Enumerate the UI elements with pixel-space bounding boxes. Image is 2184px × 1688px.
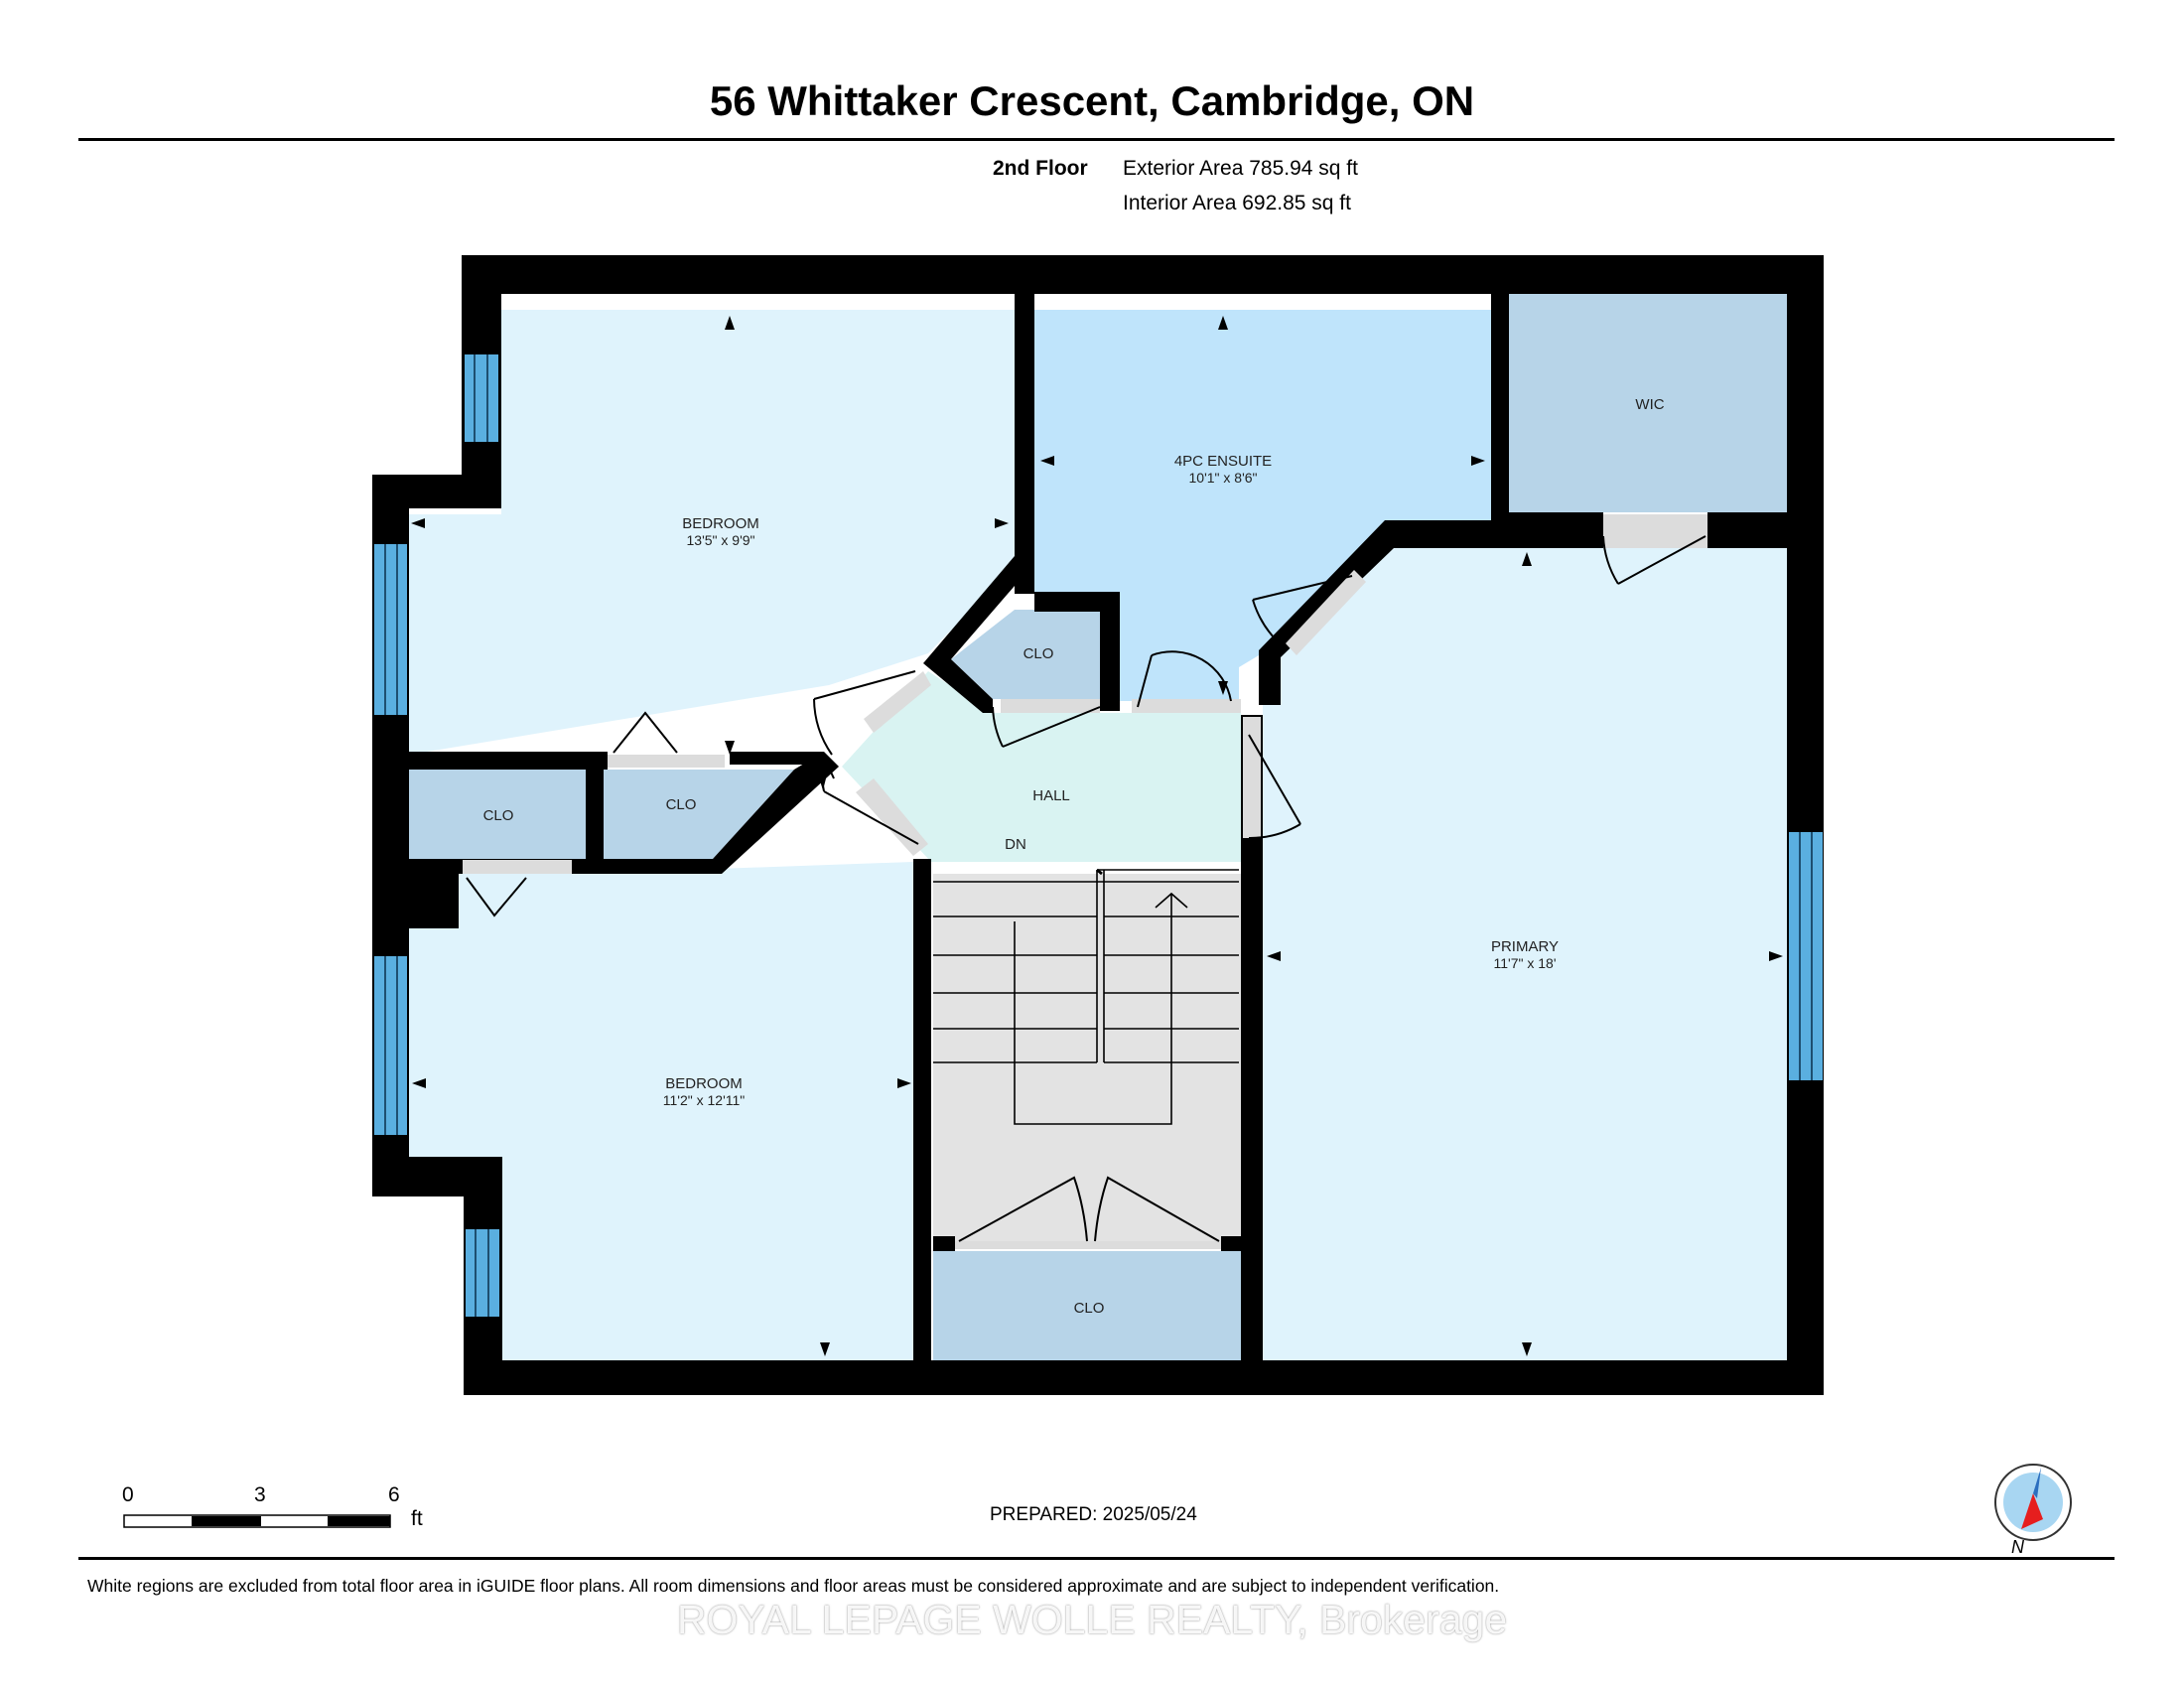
scale-label-0: 0 bbox=[122, 1483, 134, 1506]
footer-rule bbox=[78, 1557, 2115, 1560]
plan-title: 56 Whittaker Crescent, Cambridge, ON bbox=[709, 77, 1475, 124]
hall-floor bbox=[842, 671, 1241, 862]
interior-area: Interior Area 692.85 sq ft bbox=[1123, 192, 1351, 214]
watermark: ROYAL LEPAGE WOLLE REALTY, Brokerage bbox=[676, 1597, 1508, 1642]
ensuite-name: 4PC ENSUITE bbox=[1174, 453, 1272, 470]
stairwell-floor bbox=[933, 874, 1241, 1243]
primary-name: PRIMARY bbox=[1491, 938, 1559, 955]
closet-mid-floor bbox=[604, 770, 794, 859]
prepared-date: PREPARED: 2025/05/24 bbox=[990, 1504, 1197, 1525]
primary-dims: 11'7" x 18' bbox=[1494, 955, 1557, 971]
compass-north-label: N bbox=[2011, 1537, 2024, 1557]
scale-unit: ft bbox=[411, 1507, 423, 1530]
bedroom-top-dims: 13'5" x 9'9" bbox=[687, 532, 755, 548]
wic-name: WIC bbox=[1635, 396, 1664, 413]
closet-left-name: CLO bbox=[483, 807, 514, 824]
scale-label-3: 3 bbox=[254, 1483, 266, 1506]
compass-icon bbox=[1994, 1464, 2072, 1541]
primary-floor bbox=[1263, 548, 1787, 1360]
stairs-down-label: DN bbox=[1005, 836, 1026, 853]
exterior-area: Exterior Area 785.94 sq ft bbox=[1123, 157, 1358, 180]
windows bbox=[374, 354, 1823, 1317]
door-swings bbox=[466, 535, 1706, 1242]
door-openings bbox=[463, 514, 1707, 1249]
scale-label-6: 6 bbox=[388, 1483, 400, 1506]
dimension-arrows bbox=[411, 316, 1783, 1356]
closet-bottom-floor bbox=[933, 1251, 1241, 1360]
bedroom-bottom-name: BEDROOM bbox=[665, 1075, 743, 1092]
bedroom-top-floor bbox=[409, 310, 1015, 755]
title-rule bbox=[78, 138, 2115, 141]
closet-hall-floor bbox=[951, 610, 1100, 699]
bedroom-bottom-dims: 11'2" x 12'11" bbox=[663, 1092, 746, 1108]
ensuite-dims: 10'1" x 8'6" bbox=[1189, 470, 1258, 486]
closet-bottom-name: CLO bbox=[1074, 1300, 1105, 1317]
scale-bar bbox=[123, 1514, 391, 1528]
footnote: White regions are excluded from total fl… bbox=[87, 1576, 1500, 1596]
closet-mid-name: CLO bbox=[666, 796, 697, 813]
wic-floor bbox=[1509, 294, 1787, 512]
hall-name: HALL bbox=[1032, 787, 1070, 804]
ensuite-floor bbox=[1034, 310, 1491, 701]
floor-label: 2nd Floor bbox=[993, 157, 1088, 180]
stairs bbox=[933, 868, 1239, 1125]
bedroom-top-name: BEDROOM bbox=[682, 515, 759, 532]
closet-hall-name: CLO bbox=[1024, 645, 1054, 662]
bedroom-bottom-floor bbox=[409, 862, 913, 1360]
closet-left-floor bbox=[409, 770, 586, 859]
